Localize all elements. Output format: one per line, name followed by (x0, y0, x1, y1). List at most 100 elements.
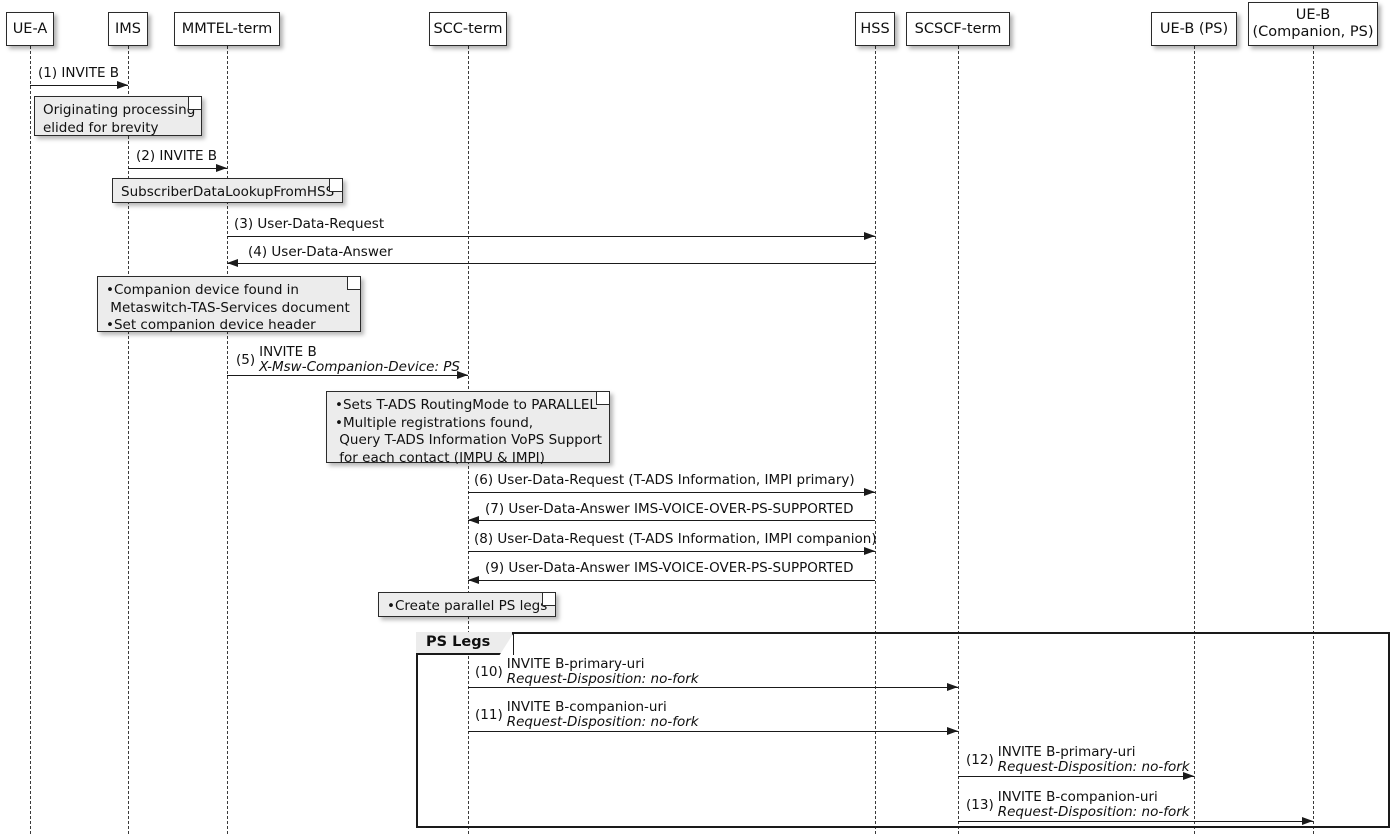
note-body-note-create-parallel-legs: •Create parallel PS legs (387, 598, 548, 616)
message-index-msg-11: (11) (475, 706, 503, 723)
lifeline-ims (128, 46, 129, 834)
arrow-head-msg-13 (1302, 817, 1313, 825)
arrow-head-msg-6 (864, 488, 875, 496)
arrow-line-msg-6 (468, 492, 875, 493)
message-header-msg-12: Request-Disposition: no-fork (997, 759, 1190, 776)
participant-scc-term[interactable]: SCC-term (429, 12, 507, 46)
note-line-1: •Sets T-ADS RoutingMode to PARALLEL (335, 397, 597, 413)
message-text-msg-4: User-Data-Answer (267, 244, 393, 260)
message-header-msg-11: Request-Disposition: no-fork (506, 714, 699, 731)
message-label-msg-1: (1) INVITE B (38, 65, 120, 81)
message-text-msg-2: INVITE B (155, 148, 218, 164)
message-text-msg-12: INVITE B-primary-uri (997, 744, 1136, 760)
note-note-subscriber-lookup: SubscriberDataLookupFromHSS (112, 178, 343, 203)
message-text-msg-9: User-Data-Answer IMS-VOICE-OVER-PS-SUPPO… (504, 560, 854, 576)
participant-ims[interactable]: IMS (108, 12, 148, 46)
message-header-msg-10: Request-Disposition: no-fork (506, 671, 699, 688)
note-fold-corner-icon (347, 277, 360, 290)
lifeline-mmtel-term (227, 46, 228, 834)
note-line-1: •Companion device found in (106, 282, 299, 298)
note-note-tads-routing: •Sets T-ADS RoutingMode to PARALLEL•Mult… (326, 391, 610, 466)
message-text-msg-8: User-Data-Request (T-ADS Information, IM… (493, 531, 877, 547)
message-text-msg-1: INVITE B (57, 65, 120, 81)
message-label-msg-6: (6) User-Data-Request (T-ADS Information… (474, 472, 855, 488)
message-label-msg-3: (3) User-Data-Request (234, 216, 385, 232)
message-index-msg-12: (12) (966, 751, 994, 768)
message-text-msg-5: INVITE B (259, 344, 317, 360)
participant-hss[interactable]: HSS (855, 12, 895, 46)
note-fold-corner-icon (596, 392, 609, 405)
note-body-note-subscriber-lookup: SubscriberDataLookupFromHSS (121, 184, 335, 202)
message-index-msg-8: (8) (474, 531, 494, 547)
lifeline-ue-a (30, 46, 31, 834)
arrow-line-msg-4 (227, 263, 875, 264)
arrow-line-msg-10 (468, 687, 958, 688)
note-line-3: Query T-ADS Information VoPS Support (335, 432, 602, 449)
message-label-msg-8: (8) User-Data-Request (T-ADS Information… (474, 531, 877, 547)
message-index-msg-1: (1) (38, 65, 58, 81)
message-text-msg-13: INVITE B-companion-uri (997, 789, 1158, 805)
participant-ue-a[interactable]: UE-A (6, 12, 54, 46)
note-note-companion-device: •Companion device found in Metaswitch-TA… (97, 276, 361, 335)
message-label-msg-7: (7) User-Data-Answer IMS-VOICE-OVER-PS-S… (485, 501, 853, 517)
arrow-head-msg-11 (947, 727, 958, 735)
note-line-1: Originating processing (43, 102, 196, 118)
arrow-head-msg-10 (947, 683, 958, 691)
message-text-msg-10: INVITE B-primary-uri (506, 656, 645, 672)
note-fold-corner-icon (329, 179, 342, 192)
note-line-2: elided for brevity (43, 119, 159, 136)
lifeline-hss (875, 46, 876, 834)
message-header-msg-5: X-Msw-Companion-Device: PS (259, 359, 460, 376)
participant-mmtel-term[interactable]: MMTEL-term (174, 12, 280, 46)
participant-ue-b-ps[interactable]: UE-B (PS) (1151, 12, 1237, 46)
note-line-1: •Create parallel PS legs (387, 598, 548, 614)
note-line-3: •Set companion device header (106, 317, 316, 334)
arrow-line-msg-11 (468, 731, 958, 732)
message-text-msg-3: User-Data-Request (253, 216, 385, 232)
note-line-2: •Multiple registrations found, (335, 414, 534, 431)
message-label-msg-4: (4) User-Data-Answer (248, 244, 393, 260)
participant-scscf-term[interactable]: SCSCF-term (906, 12, 1010, 46)
message-text-msg-11: INVITE B-companion-uri (506, 699, 667, 715)
arrow-line-msg-9 (468, 580, 875, 581)
arrow-head-msg-4 (227, 259, 238, 267)
message-index-msg-6: (6) (474, 472, 494, 488)
arrow-head-msg-9 (468, 576, 479, 584)
message-index-msg-5: (5) (236, 351, 256, 368)
note-body-note-tads-routing: •Sets T-ADS RoutingMode to PARALLEL•Mult… (335, 397, 602, 467)
arrow-line-msg-1 (30, 85, 128, 86)
message-index-msg-2: (2) (136, 148, 156, 164)
message-label-msg-2: (2) INVITE B (136, 148, 218, 164)
arrow-head-msg-1 (117, 81, 128, 89)
arrow-line-msg-7 (468, 520, 875, 521)
frame-label-ps-legs: PS Legs (416, 632, 515, 657)
message-index-msg-10: (10) (475, 663, 503, 680)
frame-frame-ps-legs (416, 632, 1390, 828)
arrow-line-msg-12 (958, 776, 1194, 777)
arrow-head-msg-12 (1183, 772, 1194, 780)
note-line-4: for each contact (IMPU & IMPI) (335, 449, 545, 466)
message-index-msg-13: (13) (966, 796, 994, 813)
note-fold-corner-icon (188, 97, 201, 110)
lifeline-scscf-term (958, 46, 959, 834)
message-index-msg-4: (4) (248, 244, 268, 260)
note-note-create-parallel-legs: •Create parallel PS legs (378, 592, 556, 617)
arrow-head-msg-5 (457, 371, 468, 379)
note-body-note-companion-device: •Companion device found in Metaswitch-TA… (106, 282, 351, 335)
message-index-msg-3: (3) (234, 216, 254, 232)
arrow-line-msg-5 (227, 375, 468, 376)
participant-ue-b-companion[interactable]: UE-B (Companion, PS) (1248, 2, 1378, 46)
note-line-1: SubscriberDataLookupFromHSS (121, 184, 335, 200)
arrow-line-msg-3 (227, 236, 875, 237)
